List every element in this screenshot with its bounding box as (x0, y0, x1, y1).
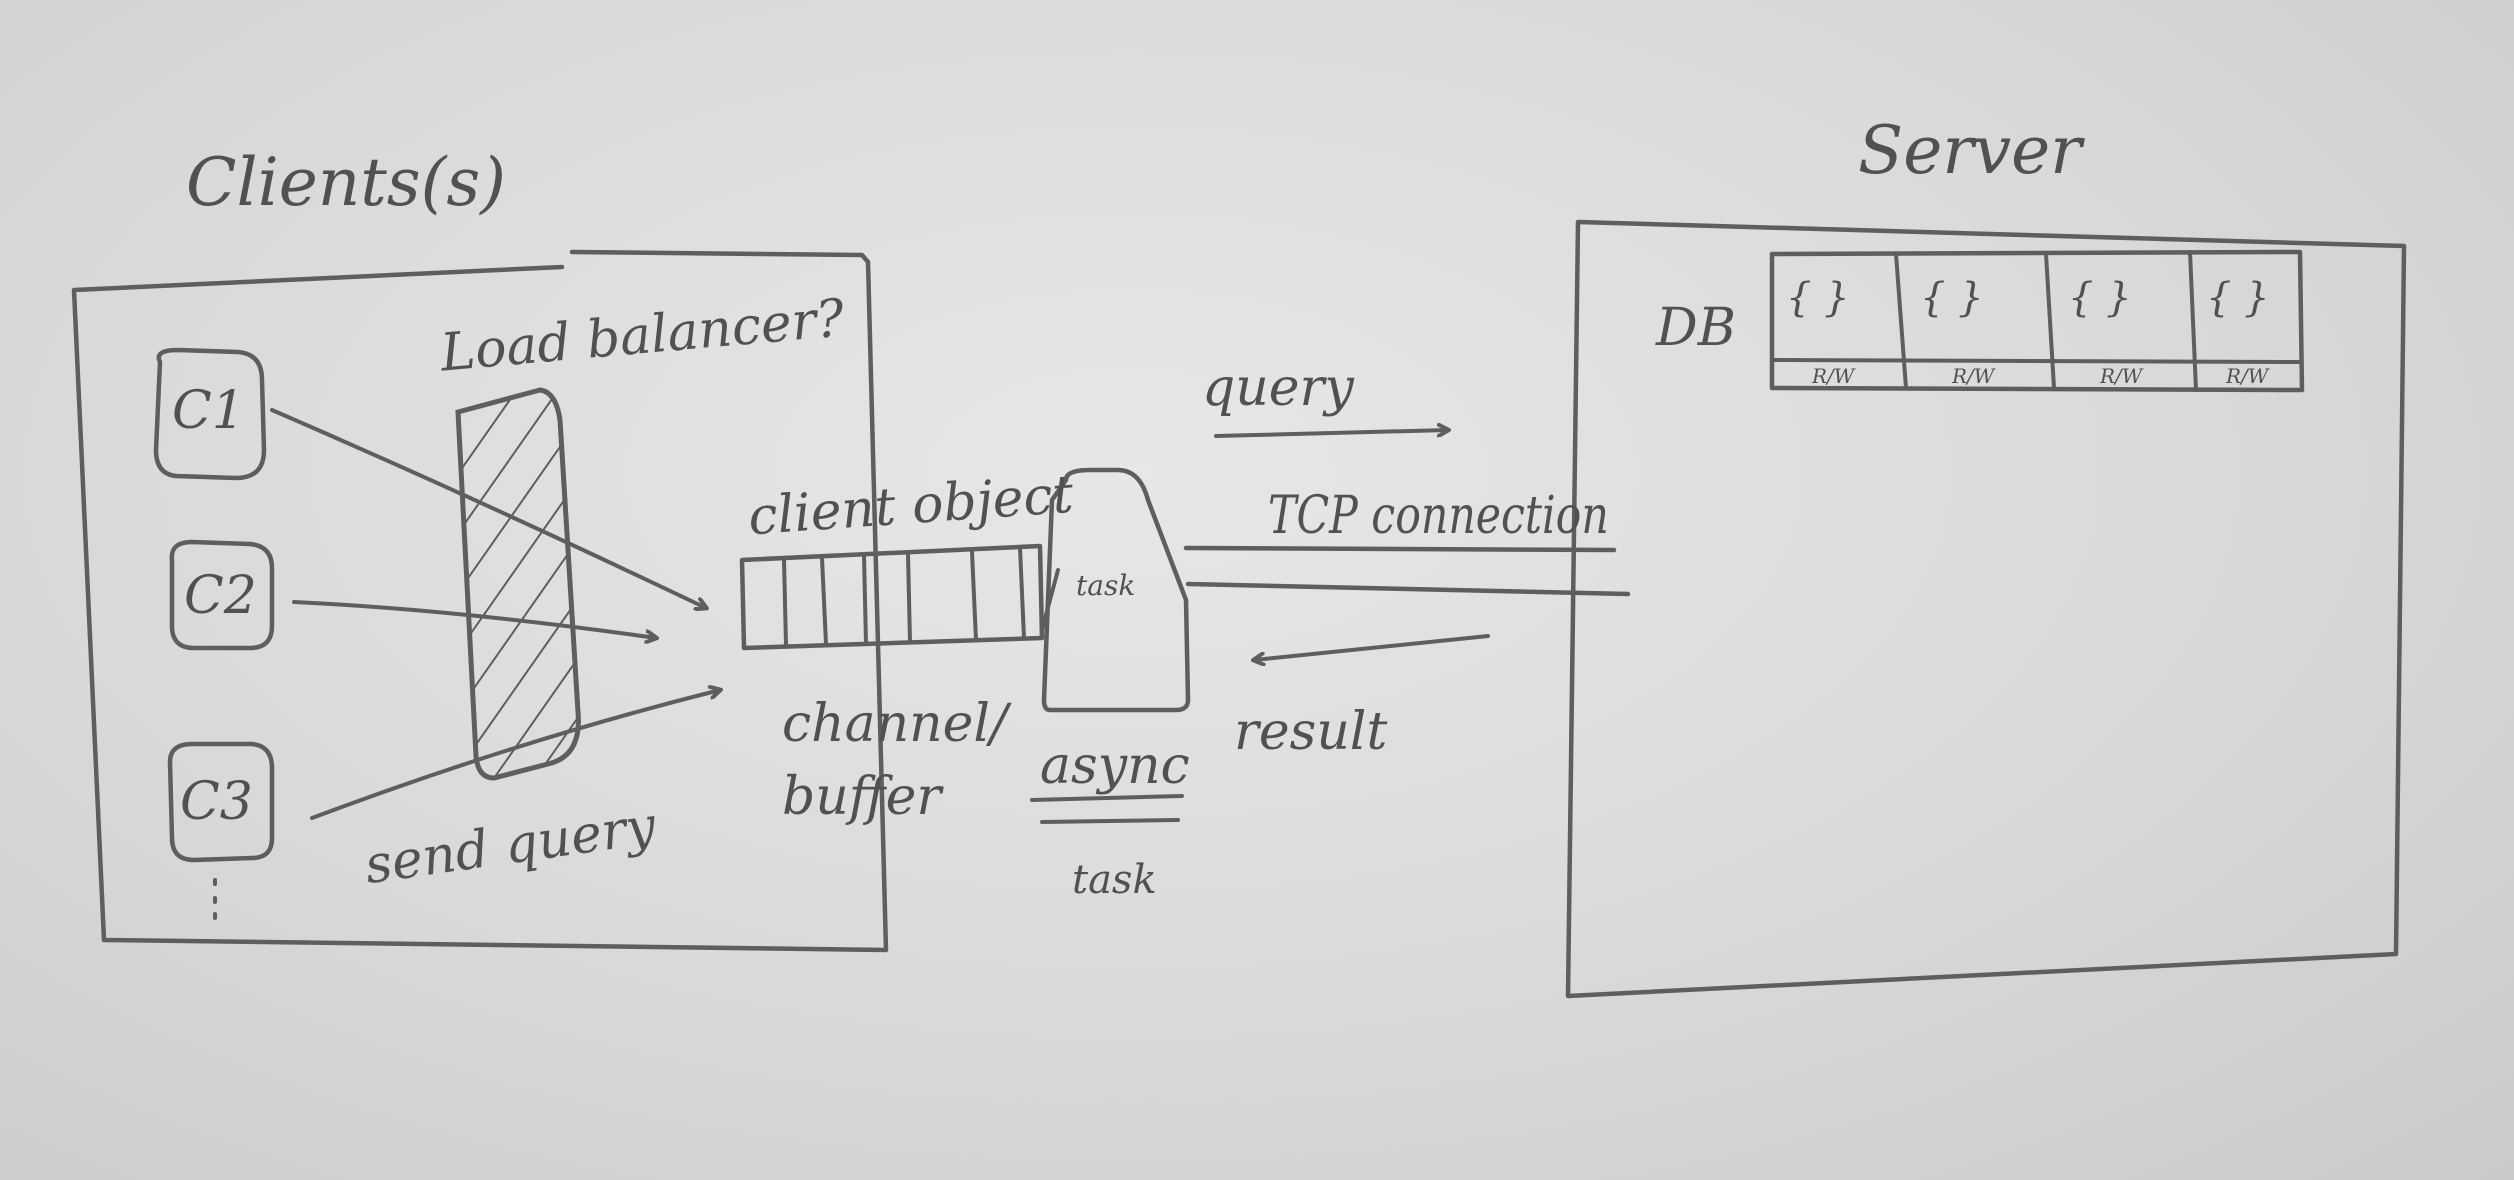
client-c3-box (167, 741, 275, 863)
client-c2-label: C2 (184, 566, 257, 626)
arrow-c2 (292, 600, 656, 638)
async-sub-label: task (1072, 857, 1157, 903)
db-cell-4-mode: R/W (2226, 364, 2269, 388)
arrow-c3 (310, 690, 720, 820)
async-underline (1030, 794, 1184, 824)
buffer-to-task-link (1040, 568, 1060, 632)
client-area-box (71, 249, 889, 953)
db-cell-1-mode: R/W (1812, 364, 1855, 388)
db-label: DB (1656, 298, 1736, 358)
result-arrow (1254, 634, 1490, 660)
tcp-line-top (1183, 545, 1617, 553)
db-cell-2-mode: R/W (1952, 364, 1995, 388)
db-cell-2-content: { } (1920, 275, 1984, 321)
tcp-line-bottom (1185, 581, 1631, 597)
result-label: result (1234, 702, 1388, 762)
db-cell-3-mode: R/W (2100, 364, 2143, 388)
load-balancer-shape (455, 387, 581, 781)
server-box (1565, 219, 2407, 999)
channel-buffer (739, 543, 1045, 651)
query-arrow (1214, 430, 1448, 438)
query-label: query (1202, 358, 1354, 418)
buffer-label: channel/ buffer (782, 694, 1008, 827)
tcp-connection-label: TCP connection (1268, 486, 1609, 546)
server-title: Server (1858, 112, 2082, 189)
async-label: async (1040, 736, 1190, 796)
client-c3-label: C3 (180, 772, 253, 832)
db-table (1769, 249, 2305, 393)
clients-title: Clients(s) (186, 144, 507, 221)
task-box (1041, 467, 1191, 713)
task-box-label: task (1076, 569, 1136, 602)
db-cell-3-content: { } (2068, 275, 2132, 321)
client-c1-box (153, 347, 267, 481)
db-cell-1-content: { } (1786, 275, 1850, 321)
db-cell-4-content: { } (2206, 275, 2270, 321)
client-c2-box (169, 539, 275, 651)
client-c1-label: C1 (172, 381, 245, 441)
arrow-c1 (270, 408, 706, 608)
buffer-dividers (782, 546, 1026, 648)
